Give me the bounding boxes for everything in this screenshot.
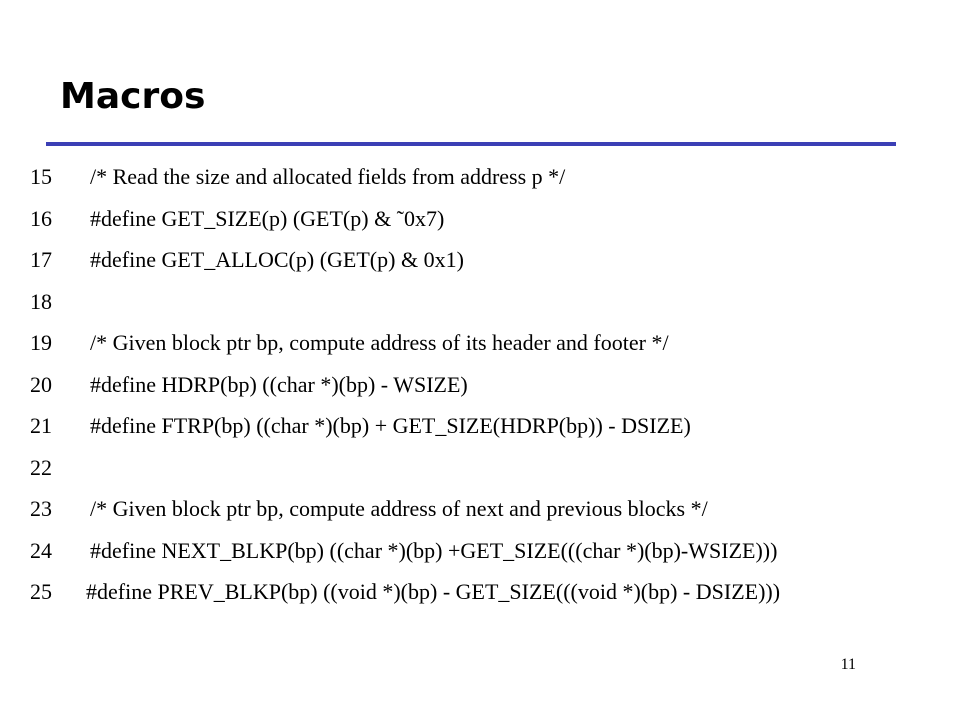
- code-line-17: 17 #define GET_ALLOC(p) (GET(p) & 0x1): [30, 239, 950, 281]
- line-number: 15: [30, 164, 52, 189]
- line-number: 18: [30, 288, 52, 314]
- code-line-22: 22: [30, 447, 950, 489]
- code-line-19: 19 /* Given block ptr bp, compute addres…: [30, 322, 950, 364]
- code-text: #define HDRP(bp) ((char *)(bp) - WSIZE): [90, 371, 468, 397]
- code-line-25: 25 #define PREV_BLKP(bp) ((void *)(bp) -…: [30, 571, 950, 613]
- code-text: #define FTRP(bp) ((char *)(bp) + GET_SIZ…: [90, 413, 691, 438]
- line-number: 23: [30, 496, 52, 521]
- line-number: 21: [30, 413, 52, 438]
- line-number: 24: [30, 537, 52, 563]
- code-text: /* Given block ptr bp, compute address o…: [90, 330, 669, 355]
- slide-title: Macros: [60, 76, 206, 117]
- code-line-21: 21 #define FTRP(bp) ((char *)(bp) + GET_…: [30, 405, 950, 447]
- line-number: 16: [30, 205, 52, 231]
- code-text: #define GET_ALLOC(p) (GET(p) & 0x1): [90, 247, 464, 272]
- title-divider: [46, 142, 896, 146]
- code-line-23: 23 /* Given block ptr bp, compute addres…: [30, 488, 950, 530]
- code-text: #define PREV_BLKP(bp) ((void *)(bp) - GE…: [86, 579, 781, 604]
- code-line-24: 24 #define NEXT_BLKP(bp) ((char *)(bp) +…: [30, 530, 950, 572]
- page-number: 11: [840, 656, 856, 673]
- line-number: 22: [30, 454, 52, 480]
- code-line-16: 16 #define GET_SIZE(p) (GET(p) & ˜0x7): [30, 198, 950, 240]
- code-text: /* Read the size and allocated fields fr…: [90, 164, 566, 189]
- code-line-20: 20 #define HDRP(bp) ((char *)(bp) - WSIZ…: [30, 364, 950, 406]
- code-text: #define GET_SIZE(p) (GET(p) & ˜0x7): [90, 205, 445, 231]
- code-line-18: 18: [30, 281, 950, 323]
- code-text: /* Given block ptr bp, compute address o…: [90, 496, 708, 521]
- line-number: 17: [30, 247, 52, 272]
- line-number: 20: [30, 371, 52, 397]
- code-text: #define NEXT_BLKP(bp) ((char *)(bp) +GET…: [90, 537, 778, 563]
- code-listing: 15 /* Read the size and allocated fields…: [30, 156, 950, 613]
- line-number: 25: [30, 579, 52, 604]
- line-number: 19: [30, 330, 52, 355]
- code-line-15: 15 /* Read the size and allocated fields…: [30, 156, 950, 198]
